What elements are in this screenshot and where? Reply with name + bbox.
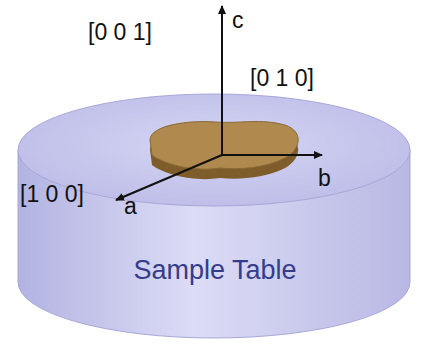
sample-table: Sample Table <box>127 252 302 286</box>
axis-letter: b <box>318 166 331 191</box>
axis-letter: a <box>124 194 137 219</box>
table-label: Sample Table <box>127 255 302 286</box>
b-axis <box>222 154 322 156</box>
axis-direction: [0 1 0] <box>250 66 314 91</box>
axis-direction: [1 0 0] <box>20 182 84 207</box>
c-axis <box>221 6 223 155</box>
axis-direction: [0 0 1] <box>88 20 152 45</box>
axis-letter: c <box>232 8 244 33</box>
sample <box>150 121 298 169</box>
